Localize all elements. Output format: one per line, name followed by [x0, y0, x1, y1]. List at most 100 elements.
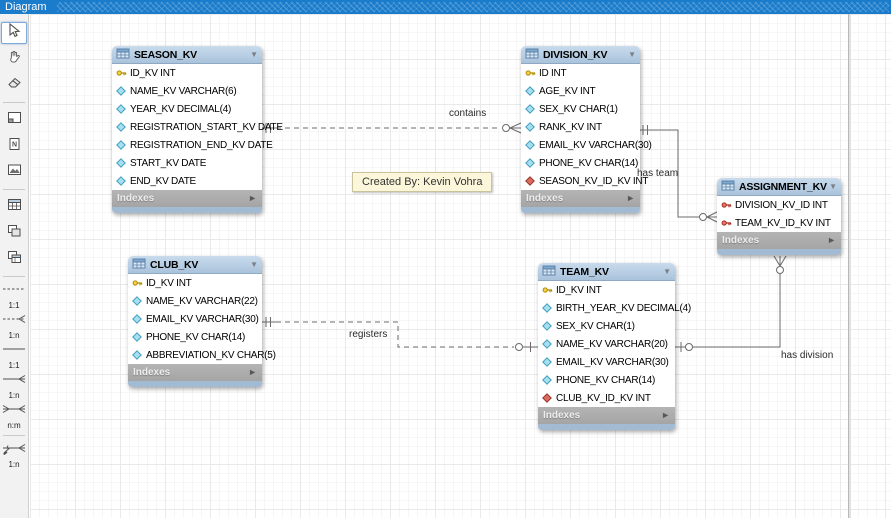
select-tool[interactable]	[1, 22, 27, 44]
column-icon	[541, 303, 553, 313]
column-label: CLUB_KV_ID_KV INT	[556, 392, 651, 404]
column-label: RANK_KV INT	[539, 121, 602, 133]
pan-tool[interactable]	[1, 48, 27, 70]
column-row[interactable]: AGE_KV INT	[521, 82, 640, 100]
column-label: REGISTRATION_START_KV DATE	[130, 121, 283, 133]
rel-1ton-identifying-tool[interactable]: 1:n	[1, 372, 27, 400]
primary-key-icon	[524, 68, 536, 78]
collapse-arrow-icon[interactable]: ▼	[829, 181, 837, 191]
collapse-arrow-icon[interactable]: ▼	[250, 259, 258, 269]
table-bottom-strip	[538, 424, 675, 430]
rel-1to1-nonidentifying-tool[interactable]: 1:1	[1, 282, 27, 310]
rel-1ton-nonidentifying-tool[interactable]: 1:n	[1, 312, 27, 340]
column-row[interactable]: SEX_KV CHAR(1)	[521, 100, 640, 118]
relationship-label-has-team[interactable]: has team	[637, 168, 679, 179]
primary-foreign-key-icon	[720, 200, 732, 210]
column-row[interactable]: SEX_KV CHAR(1)	[538, 317, 675, 335]
table-tool[interactable]	[1, 196, 27, 218]
column-row[interactable]: RANK_KV INT	[521, 118, 640, 136]
column-row[interactable]: PHONE_KV CHAR(14)	[128, 328, 262, 346]
table-header[interactable]: TEAM_KV▼	[538, 263, 675, 281]
column-row[interactable]: BIRTH_YEAR_KV DECIMAL(4)	[538, 299, 691, 317]
collapse-arrow-icon[interactable]: ▼	[663, 266, 671, 276]
column-row[interactable]: NAME_KV VARCHAR(22)	[128, 292, 262, 310]
rel-1to1-identifying-tool[interactable]: 1:1	[1, 342, 27, 370]
column-row[interactable]: EMAIL_KV VARCHAR(30)	[538, 353, 675, 371]
table-header[interactable]: CLUB_KV▼	[128, 256, 262, 274]
column-label: SEASON_KV_ID_KV INT	[539, 175, 649, 187]
column-row[interactable]: PHONE_KV CHAR(14)	[521, 154, 640, 172]
column-row[interactable]: NAME_KV VARCHAR(6)	[112, 82, 262, 100]
rel-picker-icon	[2, 442, 26, 460]
rel-pick-columns-tool[interactable]: 1:n	[1, 441, 27, 469]
column-row[interactable]: ID_KV INT	[112, 64, 262, 82]
column-row[interactable]: REGISTRATION_START_KV DATE	[112, 118, 283, 136]
expand-indexes-arrow-icon[interactable]: ►	[626, 193, 635, 203]
table-header[interactable]: SEASON_KV▼	[112, 46, 262, 64]
foreign-key-column-icon	[524, 176, 536, 186]
column-row[interactable]: EMAIL_KV VARCHAR(30)	[128, 310, 262, 328]
column-row[interactable]: ID_KV INT	[128, 274, 262, 292]
column-row[interactable]: REGISTRATION_END_KV DATE	[112, 136, 273, 154]
expand-indexes-arrow-icon[interactable]: ►	[248, 193, 257, 203]
column-row[interactable]: NAME_KV VARCHAR(20)	[538, 335, 675, 353]
column-row[interactable]: DIVISION_KV_ID INT	[717, 196, 841, 214]
routine-group-tool[interactable]	[1, 248, 27, 270]
table-icon	[132, 258, 146, 272]
column-row[interactable]: END_KV DATE	[112, 172, 262, 190]
rel-ntom-identifying-tool[interactable]: n:m	[1, 402, 27, 430]
indexes-row[interactable]: Indexes ►	[538, 407, 675, 424]
column-row[interactable]: PHONE_KV CHAR(14)	[538, 371, 675, 389]
relationship-label-registers[interactable]: registers	[349, 329, 388, 340]
layer-tool[interactable]	[1, 109, 27, 131]
column-icon	[115, 104, 127, 114]
column-row[interactable]: ABBREVIATION_KV CHAR(5)	[128, 346, 276, 364]
foreign-key-column-icon	[541, 393, 553, 403]
column-row[interactable]: CLUB_KV_ID_KV INT	[538, 389, 675, 407]
table-header[interactable]: ASSIGNMENT_KV▼	[717, 178, 841, 196]
view-tool[interactable]	[1, 222, 27, 244]
table-name: DIVISION_KV	[543, 48, 608, 61]
note-tool[interactable]: N	[1, 135, 27, 157]
toolbar-separator	[3, 435, 25, 436]
indexes-row[interactable]: Indexes ►	[128, 364, 262, 381]
column-row[interactable]: SEASON_KV_ID_KV INT	[521, 172, 648, 190]
indexes-row[interactable]: Indexes►	[717, 232, 841, 249]
collapse-arrow-icon[interactable]: ▼	[250, 49, 258, 59]
column-row[interactable]: TEAM_KV_ID_KV INT	[717, 214, 841, 232]
column-row[interactable]: EMAIL_KV VARCHAR(30)	[521, 136, 652, 154]
svg-text:N: N	[11, 141, 16, 148]
column-label: END_KV DATE	[130, 175, 196, 187]
column-row[interactable]: YEAR_KV DECIMAL(4)	[112, 100, 262, 118]
collapse-arrow-icon[interactable]: ▼	[628, 49, 636, 59]
table-icon	[542, 265, 556, 279]
column-icon	[524, 104, 536, 114]
column-row[interactable]: ID INT	[521, 64, 640, 82]
expand-indexes-arrow-icon[interactable]: ►	[827, 235, 836, 245]
table-bottom-strip	[112, 207, 262, 213]
column-label: EMAIL_KV VARCHAR(30)	[146, 313, 259, 325]
column-row[interactable]: START_KV DATE	[112, 154, 262, 172]
image-tool[interactable]	[1, 161, 27, 183]
indexes-label: Indexes	[133, 367, 171, 378]
eraser-tool[interactable]	[1, 74, 27, 96]
rel-line-icon	[2, 403, 26, 421]
column-icon	[115, 158, 127, 168]
primary-key-icon	[131, 278, 143, 288]
note-box[interactable]: Created By: Kevin Vohra	[352, 172, 493, 192]
relationship-label-contains[interactable]: contains	[449, 108, 487, 119]
column-row[interactable]: ID_KV INT	[538, 281, 675, 299]
indexes-row[interactable]: Indexes►	[521, 190, 640, 207]
expand-indexes-arrow-icon[interactable]: ►	[248, 367, 257, 377]
diagram-tab[interactable]: Diagram	[5, 0, 47, 13]
relationship-label-has-division[interactable]: has division	[781, 350, 834, 361]
table-header[interactable]: DIVISION_KV ▼	[521, 46, 640, 64]
indexes-label: Indexes	[543, 410, 581, 421]
indexes-row[interactable]: Indexes►	[112, 190, 262, 207]
expand-indexes-arrow-icon[interactable]: ►	[661, 410, 670, 420]
